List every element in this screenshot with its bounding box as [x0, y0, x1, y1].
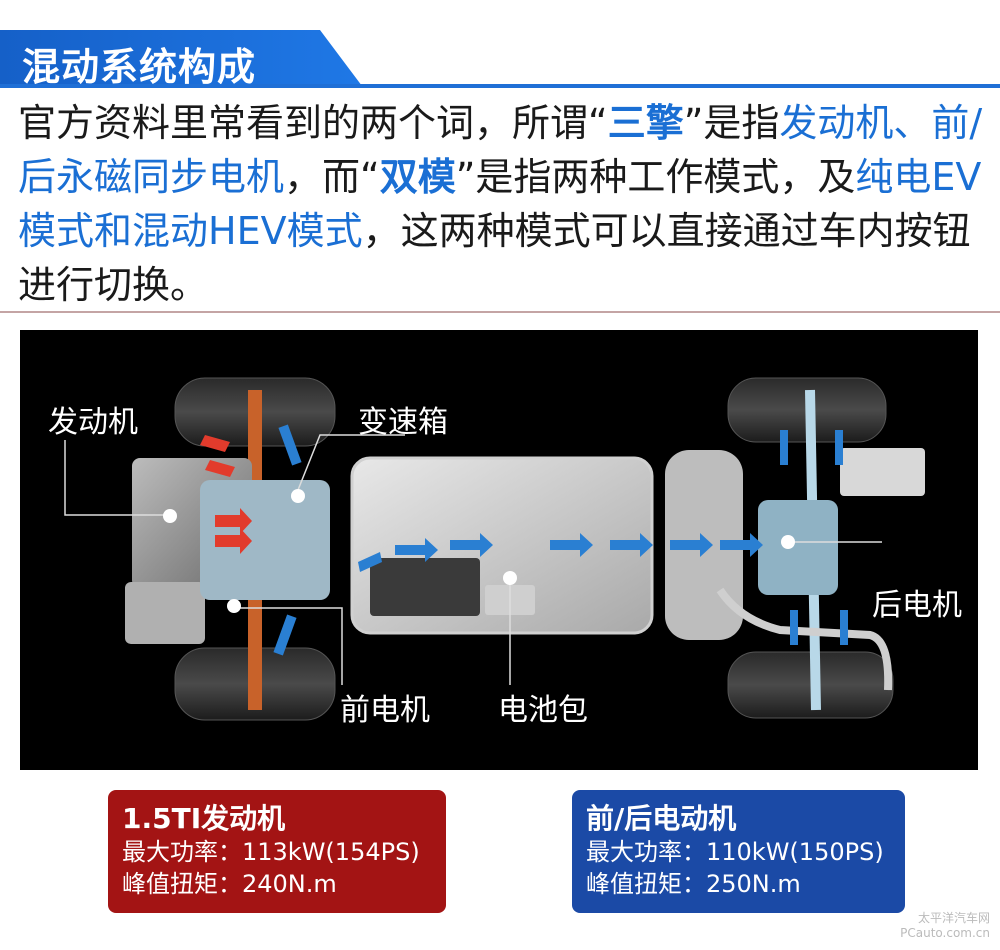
- label-front-motor: 前电机: [340, 693, 430, 728]
- engine-power-arrows: [200, 435, 252, 554]
- electric-flow-arrows: [273, 424, 848, 656]
- site-watermark: 太平洋汽车网 PCauto.com.cn: [900, 909, 990, 940]
- engine-card-power: 最大功率：113kW(154PS): [122, 838, 420, 866]
- engine-card-title: 1.5TI发动机: [122, 802, 286, 835]
- rear-electronics: [840, 448, 925, 496]
- highlight-engine-motors: 发动机、前/后永磁同步电机: [18, 101, 983, 199]
- intro-text-5: ，这两种模式可以直接通过车内按钮进行切换。: [18, 209, 971, 307]
- keyword-dual-mode: 双模: [379, 155, 456, 199]
- section-separator: [0, 311, 1000, 313]
- keyword-three-engines: 三擎: [607, 101, 684, 145]
- battery-cells: [370, 558, 480, 616]
- engine-card-torque: 峰值扭矩：240N.m: [122, 870, 337, 898]
- label-gearbox: 变速箱: [358, 405, 448, 440]
- label-engine: 发动机: [48, 405, 138, 440]
- motor-spec-card: 前/后电动机 最大功率：110kW(150PS) 峰值扭矩：250N.m: [572, 790, 905, 913]
- chassis-diagram: 发动机 变速箱 后电机 前电机 电池包: [20, 330, 978, 770]
- motor-card-title: 前/后电动机: [586, 802, 737, 835]
- section-title: 混动系统构成: [22, 45, 257, 89]
- motor-card-torque: 峰值扭矩：250N.m: [586, 870, 801, 898]
- chassis-illustration: 发动机 变速箱 后电机 前电机 电池包: [48, 377, 962, 728]
- label-rear-motor: 后电机: [872, 588, 962, 623]
- rear-motor-unit: [758, 500, 838, 595]
- section-title-tab: 混动系统构成: [0, 30, 362, 86]
- watermark-line-2: PCauto.com.cn: [900, 926, 990, 940]
- motor-card-power: 最大功率：110kW(150PS): [586, 838, 884, 866]
- front-motor-unit: [125, 582, 205, 644]
- label-battery: 电池包: [498, 693, 588, 728]
- watermark-line-1: 太平洋汽车网: [917, 911, 990, 925]
- exhaust-pipe: [716, 587, 893, 691]
- intro-paragraph: 官方资料里常看到的两个词，所谓“三擎”是指发动机、前/后永磁同步电机，而“双模”…: [18, 96, 983, 312]
- intro-text-4: ”是指两种工作模式，及: [455, 155, 856, 199]
- engine-spec-card: 1.5TI发动机 最大功率：113kW(154PS) 峰值扭矩：240N.m: [108, 790, 446, 913]
- intro-text-1: 官方资料里常看到的两个词，所谓“: [18, 101, 608, 145]
- highlight-modes: 纯电EV模式和混动HEV模式: [18, 155, 982, 253]
- title-underline: [0, 84, 1000, 88]
- gearbox-unit: [200, 480, 330, 600]
- component-markers: [163, 489, 795, 613]
- intro-text-3: ，而“: [284, 155, 380, 199]
- leader-lines: [64, 434, 882, 685]
- intro-text-2: ”是指: [683, 101, 780, 145]
